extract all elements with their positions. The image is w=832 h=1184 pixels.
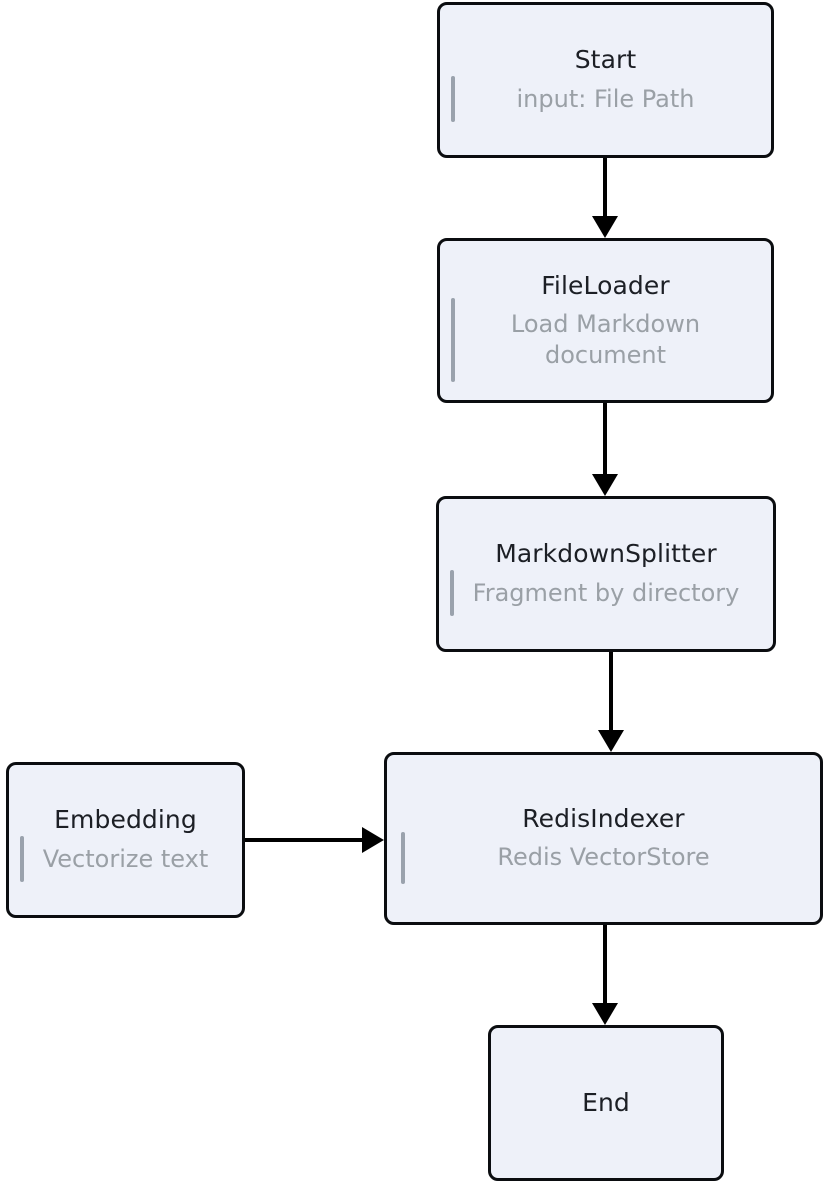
arrow-shaft <box>245 838 362 842</box>
accent-bar-icon <box>401 831 405 884</box>
arrowhead-down-icon <box>592 216 618 238</box>
node-fileloader-subtitle-wrap: Load Markdown document <box>440 297 771 382</box>
arrowhead-down-icon <box>592 474 618 496</box>
node-markdownsplitter[interactable]: MarkdownSplitter Fragment by directory <box>436 496 776 652</box>
node-end-title: End <box>582 1087 630 1117</box>
node-start-title: Start <box>574 45 637 75</box>
arrow-shaft <box>603 403 607 474</box>
arrowhead-down-icon <box>592 1003 618 1025</box>
node-embedding[interactable]: Embedding Vectorize text <box>6 762 245 918</box>
arrow-shaft <box>603 158 607 216</box>
arrow-shaft <box>603 925 607 1003</box>
edge-embedding-to-redisindexer <box>245 827 384 853</box>
edge-fileloader-to-splitter <box>592 403 618 496</box>
node-redisindexer[interactable]: RedisIndexer Redis VectorStore <box>384 752 823 925</box>
node-start-subtitle-wrap: input: File Path <box>440 76 771 123</box>
arrowhead-right-icon <box>362 827 384 853</box>
arrowhead-down-icon <box>598 730 624 752</box>
node-fileloader-subtitle: Load Markdown document <box>510 310 701 369</box>
node-embedding-subtitle-wrap: Vectorize text <box>9 836 242 883</box>
accent-bar-icon <box>451 76 455 123</box>
node-start[interactable]: Start input: File Path <box>437 2 774 158</box>
node-markdownsplitter-title: MarkdownSplitter <box>495 539 717 569</box>
edge-redisindexer-to-end <box>592 925 618 1025</box>
node-redisindexer-subtitle: Redis VectorStore <box>497 843 710 872</box>
node-fileloader[interactable]: FileLoader Load Markdown document <box>437 238 774 403</box>
accent-bar-icon <box>20 836 24 883</box>
node-embedding-title: Embedding <box>54 805 197 835</box>
node-start-subtitle: input: File Path <box>516 84 695 113</box>
node-redisindexer-title: RedisIndexer <box>522 803 685 833</box>
node-redisindexer-subtitle-wrap: Redis VectorStore <box>387 831 820 884</box>
node-end[interactable]: End <box>488 1025 724 1181</box>
node-markdownsplitter-subtitle: Fragment by directory <box>472 578 740 607</box>
node-markdownsplitter-subtitle-wrap: Fragment by directory <box>439 570 773 617</box>
arrow-shaft <box>609 652 613 730</box>
edge-start-to-fileloader <box>592 158 618 238</box>
accent-bar-icon <box>451 297 455 382</box>
node-fileloader-title: FileLoader <box>541 270 670 300</box>
accent-bar-icon <box>450 570 454 617</box>
node-embedding-subtitle: Vectorize text <box>42 844 209 873</box>
edge-splitter-to-redisindexer <box>598 652 624 752</box>
